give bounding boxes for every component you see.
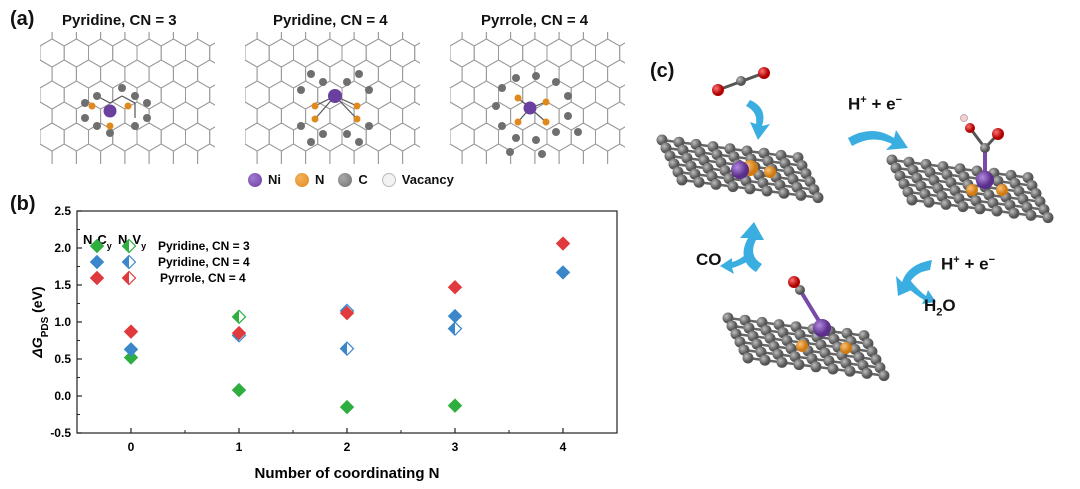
y-ticks: -0.5 0.0 0.5 1.0 1.5 2.0 2.5 xyxy=(50,204,82,440)
x-tick-label: 0 xyxy=(128,440,135,454)
y-tick-label: 0.5 xyxy=(54,352,71,366)
data-point-filled xyxy=(123,324,139,339)
y-tick-label: 1.5 xyxy=(54,278,71,292)
data-point-half xyxy=(231,309,247,325)
y-tick-label: 0.0 xyxy=(54,389,71,403)
nickel-atom xyxy=(523,101,537,115)
data-point-filled xyxy=(555,265,571,280)
x-tick-label: 4 xyxy=(560,440,567,454)
cooh-intermediate xyxy=(960,114,1008,196)
panel-b-label: (b) xyxy=(10,193,36,215)
data-point-filled xyxy=(339,305,355,321)
legend-marker-filled xyxy=(89,238,105,254)
n-swatch-icon xyxy=(295,172,309,187)
legend-ni: Ni xyxy=(248,172,281,187)
reaction-step1-label: H+ + e− xyxy=(848,94,902,114)
graphene-lattice xyxy=(245,32,420,164)
arrow-step1-icon xyxy=(848,130,908,150)
legend-vacancy: Vacancy xyxy=(381,172,454,187)
arrow-step2-icon xyxy=(896,260,936,304)
data-point-filled xyxy=(231,382,247,398)
legend-marker-half xyxy=(121,254,137,270)
data-points xyxy=(123,236,571,415)
reaction-cycle xyxy=(656,67,1054,382)
co-product-label: CO xyxy=(696,250,722,269)
structure-2-title: Pyridine, CN = 4 xyxy=(273,12,388,29)
data-point-filled xyxy=(231,325,247,341)
y-tick-label: -0.5 xyxy=(50,426,71,440)
data-point-filled xyxy=(447,308,463,324)
legend-series-1: Pyridine, CN = 4 xyxy=(158,255,250,269)
x-axis-label: Number of coordinating N xyxy=(255,465,440,482)
nickel-atom xyxy=(328,89,342,103)
legend-n: N xyxy=(295,172,324,187)
ni-swatch-icon xyxy=(248,172,262,187)
structure-pyridine-cn4 xyxy=(245,32,420,164)
c-swatch-icon xyxy=(338,172,353,187)
data-point-filled xyxy=(123,342,139,357)
arrow-adsorb-icon xyxy=(746,100,770,140)
data-point-filled xyxy=(447,280,463,295)
nickel-site-1 xyxy=(731,160,776,179)
structure-pyridine-cn3 xyxy=(40,32,215,164)
panel-c-label: (c) xyxy=(650,60,675,82)
water-product-label: H2O xyxy=(924,296,956,319)
chart-legend: NxCy NxVy Pyridine, CN = 3 Pyridine, CN … xyxy=(83,232,250,286)
sheet-bottom xyxy=(722,312,890,382)
co-intermediate xyxy=(788,276,852,354)
legend-marker-half xyxy=(121,238,137,254)
nitrogen-atoms xyxy=(514,94,550,126)
reaction-step2-label: H+ + e− xyxy=(941,254,995,274)
x-tick-label: 3 xyxy=(452,440,459,454)
x-tick-label: 2 xyxy=(344,440,351,454)
atom-legend: Ni N C Vacancy xyxy=(248,172,454,187)
legend-marker-half xyxy=(121,270,137,286)
nitrogen-atoms xyxy=(88,102,132,130)
structure-1-title: Pyridine, CN = 3 xyxy=(62,12,177,29)
structure-pyrrole-cn4 xyxy=(450,32,625,164)
free-energy-chart: -0.5 0.0 0.5 1.0 1.5 2.0 2.5 0 1 2 3 4 NxCy NxVy P… xyxy=(29,204,618,482)
carbon-atoms xyxy=(297,70,373,146)
structure-3-title: Pyrrole, CN = 4 xyxy=(481,12,589,29)
x-ticks: 0 1 2 3 4 xyxy=(128,428,567,454)
x-tick-label: 1 xyxy=(236,440,243,454)
vacancy-swatch-icon xyxy=(381,172,396,187)
y-tick-label: 1.0 xyxy=(54,315,71,329)
data-point-filled xyxy=(123,350,139,365)
graphene-lattice xyxy=(40,32,215,164)
arrow-release-icon xyxy=(720,222,764,274)
y-tick-label: 2.5 xyxy=(54,204,71,218)
data-point-half xyxy=(447,321,463,337)
nitrogen-atoms xyxy=(311,102,361,123)
graphene-lattice xyxy=(450,32,625,164)
data-point-half xyxy=(339,341,355,356)
data-point-filled xyxy=(339,399,355,415)
legend-series-0: Pyridine, CN = 3 xyxy=(158,239,250,253)
legend-c: C xyxy=(338,172,368,187)
nickel-atom xyxy=(103,104,117,118)
legend-series-2: Pyrrole, CN = 4 xyxy=(160,271,246,285)
y-axis-label: ΔGPDS (eV) xyxy=(29,286,51,358)
carbon-atoms xyxy=(492,72,582,158)
data-point-filled xyxy=(555,236,571,251)
legend-markers xyxy=(89,238,137,286)
data-point-filled xyxy=(447,398,463,413)
y-tick-label: 2.0 xyxy=(54,241,71,255)
panel-a-label: (a) xyxy=(10,8,35,30)
co2-molecule xyxy=(712,67,770,96)
legend-marker-filled xyxy=(89,254,105,270)
carbon-atoms xyxy=(81,84,151,137)
legend-marker-filled xyxy=(89,270,105,286)
